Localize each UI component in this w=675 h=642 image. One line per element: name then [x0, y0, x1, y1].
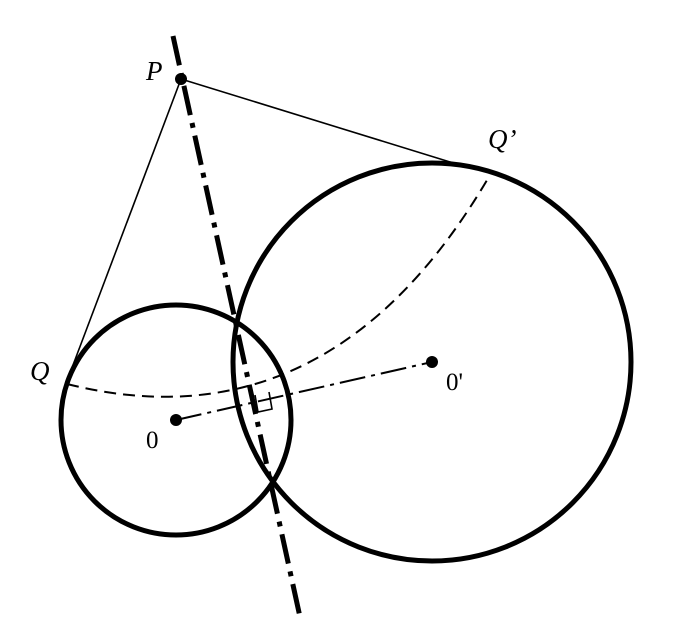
label-o-prime: 0' — [446, 369, 463, 396]
circle-small — [58, 302, 294, 538]
radical-axis — [170, 35, 303, 618]
center-line — [175, 361, 433, 421]
label-q-prime: Q’ — [488, 124, 517, 154]
tangent-segment-pq — [66, 78, 182, 382]
point-o-prime — [426, 356, 438, 368]
point-p — [175, 73, 187, 85]
point-o — [170, 414, 182, 426]
dashed-arc — [66, 174, 491, 398]
tangent-segment-pq-prime — [180, 78, 464, 167]
label-q: Q — [30, 356, 50, 386]
right-angle-marker — [254, 391, 273, 413]
label-o: 0 — [146, 427, 159, 454]
label-p: P — [145, 56, 163, 86]
circle-large — [230, 160, 634, 564]
